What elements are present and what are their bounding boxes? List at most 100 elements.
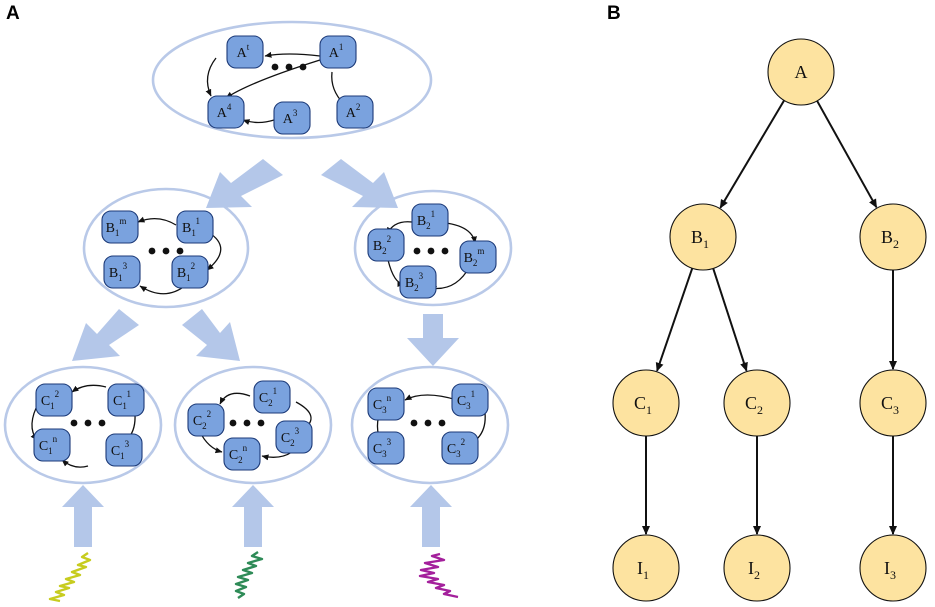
tree-node-i1: I1	[612, 534, 680, 602]
tree-edge-a-b1	[719, 99, 786, 209]
cluster-node: B13	[103, 255, 141, 289]
flow-arrow-b2-c3	[407, 314, 459, 366]
tree-node-i3: I3	[859, 534, 927, 602]
cluster-node-label: B22	[373, 234, 391, 256]
flow-arrow-input-c3	[410, 485, 452, 547]
trace-mid	[234, 551, 264, 599]
cluster-node-label: C1n	[39, 434, 58, 456]
cluster-node-label: B1m	[106, 216, 127, 238]
cluster-node-label: C23	[281, 426, 300, 448]
cluster-node: C22	[187, 403, 225, 437]
flow-arrows	[62, 159, 459, 547]
arrow-a3-a4	[242, 119, 275, 125]
tree-node-label: C1	[634, 393, 652, 417]
cluster-node: At	[226, 35, 264, 69]
cluster-node: B23	[399, 265, 437, 299]
tree-node-b2: B2	[859, 203, 927, 271]
cluster-node: B22	[367, 228, 405, 262]
cluster-node: A1	[319, 35, 357, 69]
cluster-node: B1m	[101, 210, 139, 244]
flow-arrow-b1-c2	[182, 309, 240, 361]
tree-node-label: B1	[691, 227, 709, 251]
tree-node-i2: I2	[723, 534, 791, 602]
cluster-node-label: C31	[457, 389, 475, 411]
cluster-node-label: B2m	[464, 246, 485, 268]
cluster-node-label: B23	[405, 271, 424, 293]
arrow-b11-b1m	[137, 216, 177, 226]
flow-arrow-a-b1	[206, 159, 283, 208]
cluster-node: C32	[441, 431, 479, 465]
tree-node-a: A	[767, 38, 835, 106]
tree-edges	[642, 99, 897, 535]
cluster-node-label: At	[237, 42, 250, 61]
tree-node-label: C2	[745, 393, 763, 417]
arrow-c21-c22	[219, 392, 251, 405]
cluster-node-label: A1	[329, 42, 344, 61]
cluster-node: C1n	[33, 428, 71, 462]
arrow-a1-a4	[225, 59, 321, 99]
tree-edge-b1-c1	[655, 267, 694, 372]
flow-arrow-b1-c1	[72, 309, 139, 361]
tree-node-label: I1	[637, 558, 649, 582]
cluster-node-label: B13	[109, 261, 128, 283]
cluster-node: A2	[336, 95, 374, 129]
arrow-at-a4	[205, 57, 217, 97]
tree-node-c3: C3	[859, 369, 927, 437]
cluster-node-label: C33	[373, 437, 392, 459]
cluster-node: A4	[207, 95, 245, 129]
tree-node-label: I2	[748, 558, 760, 582]
cluster-node: C31	[451, 383, 489, 417]
arrow-c13-c1n	[61, 459, 89, 468]
cluster-node-label: C11	[113, 389, 131, 411]
tree-node-c1: C1	[612, 369, 680, 437]
cluster-node-label: B12	[177, 261, 195, 283]
tree-node-label: B2	[881, 227, 899, 251]
ellipsis-dots	[70, 63, 449, 427]
cluster-node: C12	[35, 383, 73, 417]
arrow-a1-at	[264, 51, 321, 58]
cluster-node-label: C21	[259, 386, 277, 408]
cluster-node: A3	[273, 101, 311, 135]
cluster-node-label: B21	[417, 209, 435, 231]
tree-edge-a-b2	[816, 100, 878, 209]
flow-arrow-input-c2	[232, 485, 274, 547]
cluster-node: C3n	[367, 387, 405, 421]
cluster-node-label: C22	[193, 409, 211, 431]
cluster-node: C23	[275, 420, 313, 454]
flow-arrow-a-b2	[321, 159, 398, 208]
panel-b-label: B	[607, 3, 621, 24]
tree-node-label: A	[795, 62, 808, 82]
trace-right	[418, 552, 459, 599]
cluster-node-label: C32	[447, 437, 465, 459]
tree-node-label: C3	[881, 393, 899, 417]
cluster-node-label: C2n	[229, 443, 248, 465]
tree-node-label: I3	[884, 558, 896, 582]
cluster-node-label: B11	[182, 216, 200, 238]
cluster-node: B21	[411, 203, 449, 237]
cluster-node: C13	[105, 433, 143, 467]
cluster-node: C2n	[223, 437, 261, 471]
tree-node-b1: B1	[669, 203, 737, 271]
tree-edge-b1-c2	[712, 268, 748, 372]
trace-left	[48, 552, 92, 603]
cluster-c2-ellipse	[173, 365, 333, 485]
panel-a-label: A	[6, 3, 20, 24]
cluster-node: C11	[107, 383, 145, 417]
cluster-node-label: C3n	[373, 393, 392, 415]
cluster-node: B2m	[459, 240, 497, 274]
cluster-node-label: A3	[283, 108, 298, 127]
tree-node-c2: C2	[723, 369, 791, 437]
cluster-node: C21	[253, 380, 291, 414]
cluster-node: B11	[176, 210, 214, 244]
cluster-node-label: A4	[217, 102, 232, 121]
cluster-node-label: C12	[41, 389, 59, 411]
flow-arrow-input-c1	[62, 485, 104, 547]
cluster-node-label: A2	[346, 102, 361, 121]
cluster-node-label: C13	[111, 439, 130, 461]
cluster-node: C33	[367, 431, 405, 465]
